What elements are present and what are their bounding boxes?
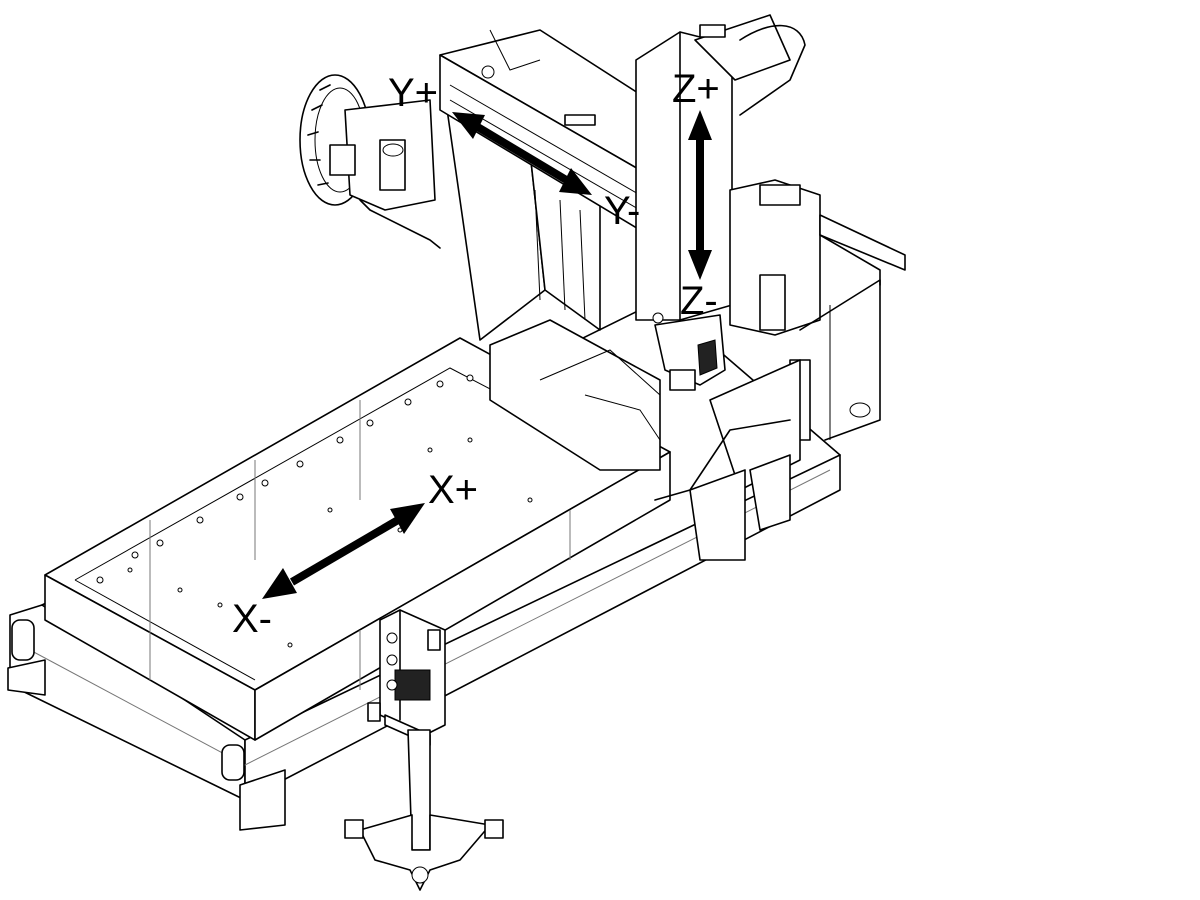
control-pendant bbox=[344, 609, 504, 891]
label-y-minus: Y- bbox=[604, 189, 640, 233]
z-axis-arrow bbox=[688, 110, 712, 280]
work-table bbox=[44, 337, 671, 741]
right-side-structure bbox=[654, 179, 906, 561]
label-x-minus: X- bbox=[232, 597, 272, 641]
label-z-minus: Z- bbox=[680, 279, 718, 323]
z-axis-carriage bbox=[635, 14, 806, 391]
label-x-plus: X+ bbox=[428, 468, 478, 512]
tool-carousel bbox=[299, 74, 441, 249]
y-axis-arrow bbox=[452, 112, 592, 195]
x-axis-arrow bbox=[262, 503, 425, 599]
axis-arrows bbox=[262, 110, 712, 599]
label-z-plus: Z+ bbox=[672, 67, 720, 111]
label-y-plus: Y+ bbox=[388, 71, 438, 115]
